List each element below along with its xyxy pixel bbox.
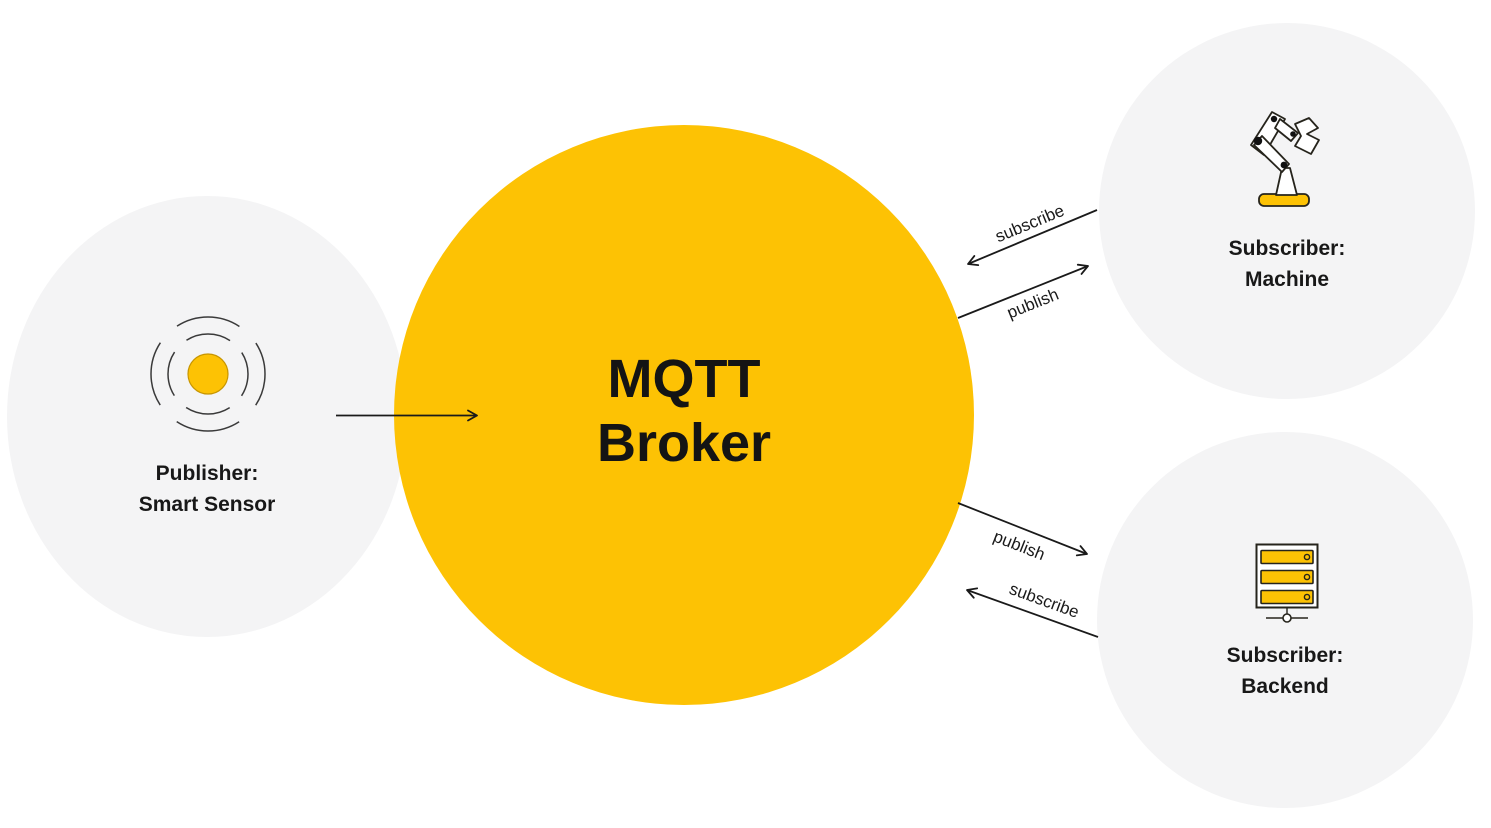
machine-subscribe-label: subscribe — [992, 200, 1068, 247]
subscriber-backend-label-line2: Backend — [1241, 675, 1329, 698]
machine-publish-label: publish — [1004, 284, 1062, 323]
publisher-node: Publisher: Smart Sensor — [7, 196, 407, 637]
server-icon — [1255, 543, 1319, 623]
publisher-label-line1: Publisher: — [155, 462, 259, 485]
backend-subscribe-label: subscribe — [1006, 579, 1082, 622]
backend-publish-label: publish — [990, 526, 1048, 565]
subscriber-backend-label-line1: Subscriber: — [1226, 644, 1344, 667]
broker-title-line1: MQTT — [607, 349, 761, 409]
subscriber-backend-label: Subscriber: Backend — [1097, 640, 1473, 702]
subscriber-backend-node: Subscriber: Backend — [1097, 432, 1473, 808]
subscriber-machine-label-line1: Subscriber: — [1228, 237, 1346, 260]
publisher-label: Publisher: Smart Sensor — [7, 458, 407, 520]
smart-sensor-icon — [150, 316, 266, 432]
subscriber-machine-label-line2: Machine — [1244, 268, 1330, 291]
broker-title: MQTT Broker — [394, 347, 974, 475]
subscriber-machine-node: Subscriber: Machine — [1099, 23, 1475, 399]
subscriber-machine-label: Subscriber: Machine — [1099, 233, 1475, 295]
publisher-label-line2: Smart Sensor — [138, 493, 276, 516]
broker-title-line2: Broker — [596, 413, 772, 473]
robot-arm-icon — [1250, 111, 1320, 207]
broker-node: MQTT Broker — [394, 125, 974, 705]
